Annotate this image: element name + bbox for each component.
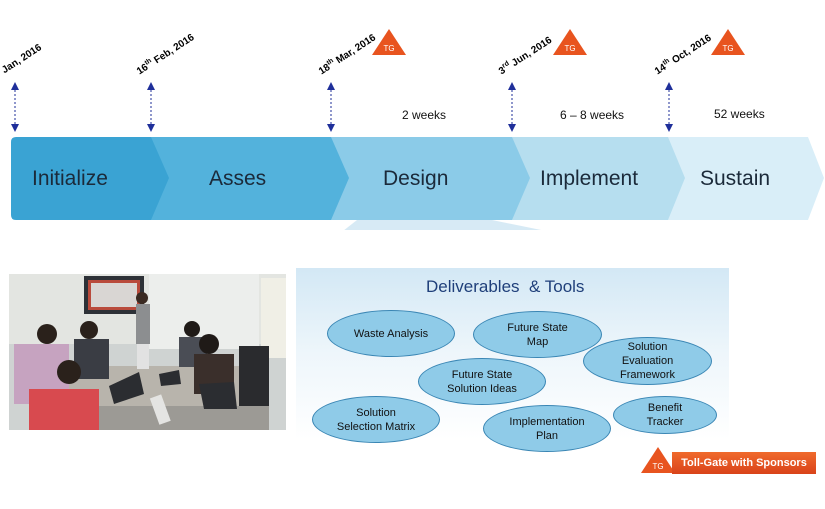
meeting-photo	[9, 274, 286, 430]
deliverable-solution-selection-matrix: Solution Selection Matrix	[312, 396, 440, 443]
phase-sustain: Sustain	[700, 167, 771, 190]
phase-implement-shape	[490, 137, 685, 220]
tollgate-icon-jun: TG	[553, 29, 587, 55]
deliverables-title: Deliverables & Tools	[426, 277, 585, 296]
phase-sustain-shape	[650, 137, 824, 220]
svg-text:TG: TG	[564, 44, 575, 53]
phase-design: Design	[383, 167, 449, 190]
phase-asses-shape	[140, 137, 349, 220]
phase-implement: Implement	[540, 167, 639, 190]
phase-asses: Asses	[209, 167, 267, 190]
phase-initialize: Initialize	[32, 167, 108, 190]
svg-text:TG: TG	[383, 44, 394, 53]
svg-text:TG: TG	[652, 462, 663, 471]
deliverable-benefit-tracker: Benefit Tracker	[613, 396, 717, 434]
design-callout	[344, 220, 542, 230]
svg-text:TG: TG	[722, 44, 733, 53]
duration-implement: 6 – 8 weeks	[560, 108, 625, 122]
phase-chevrons	[11, 137, 824, 230]
deliverable-waste-analysis: Waste Analysis	[327, 310, 455, 357]
deliverable-implementation-plan: Implementation Plan	[483, 405, 611, 452]
phase-initialize-shape	[11, 137, 169, 220]
deliverable-solution-evaluation-framework: Solution Evaluation Framework	[583, 337, 712, 385]
deliverable-future-state-solution-ideas: Future State Solution Ideas	[418, 358, 546, 405]
tollgate-icon-mar: TG	[372, 29, 406, 55]
deliverable-future-state-map: Future State Map	[473, 311, 602, 358]
legend-tollgate-icon: TG	[641, 447, 675, 473]
tollgate-icon-oct: TG	[711, 29, 745, 55]
phase-design-shape	[310, 137, 530, 220]
duration-design: 2 weeks	[402, 108, 447, 122]
legend-label: Toll-Gate with Sponsors	[672, 452, 816, 474]
milestone-arrows	[11, 82, 673, 132]
duration-sustain: 52 weeks	[714, 107, 765, 121]
